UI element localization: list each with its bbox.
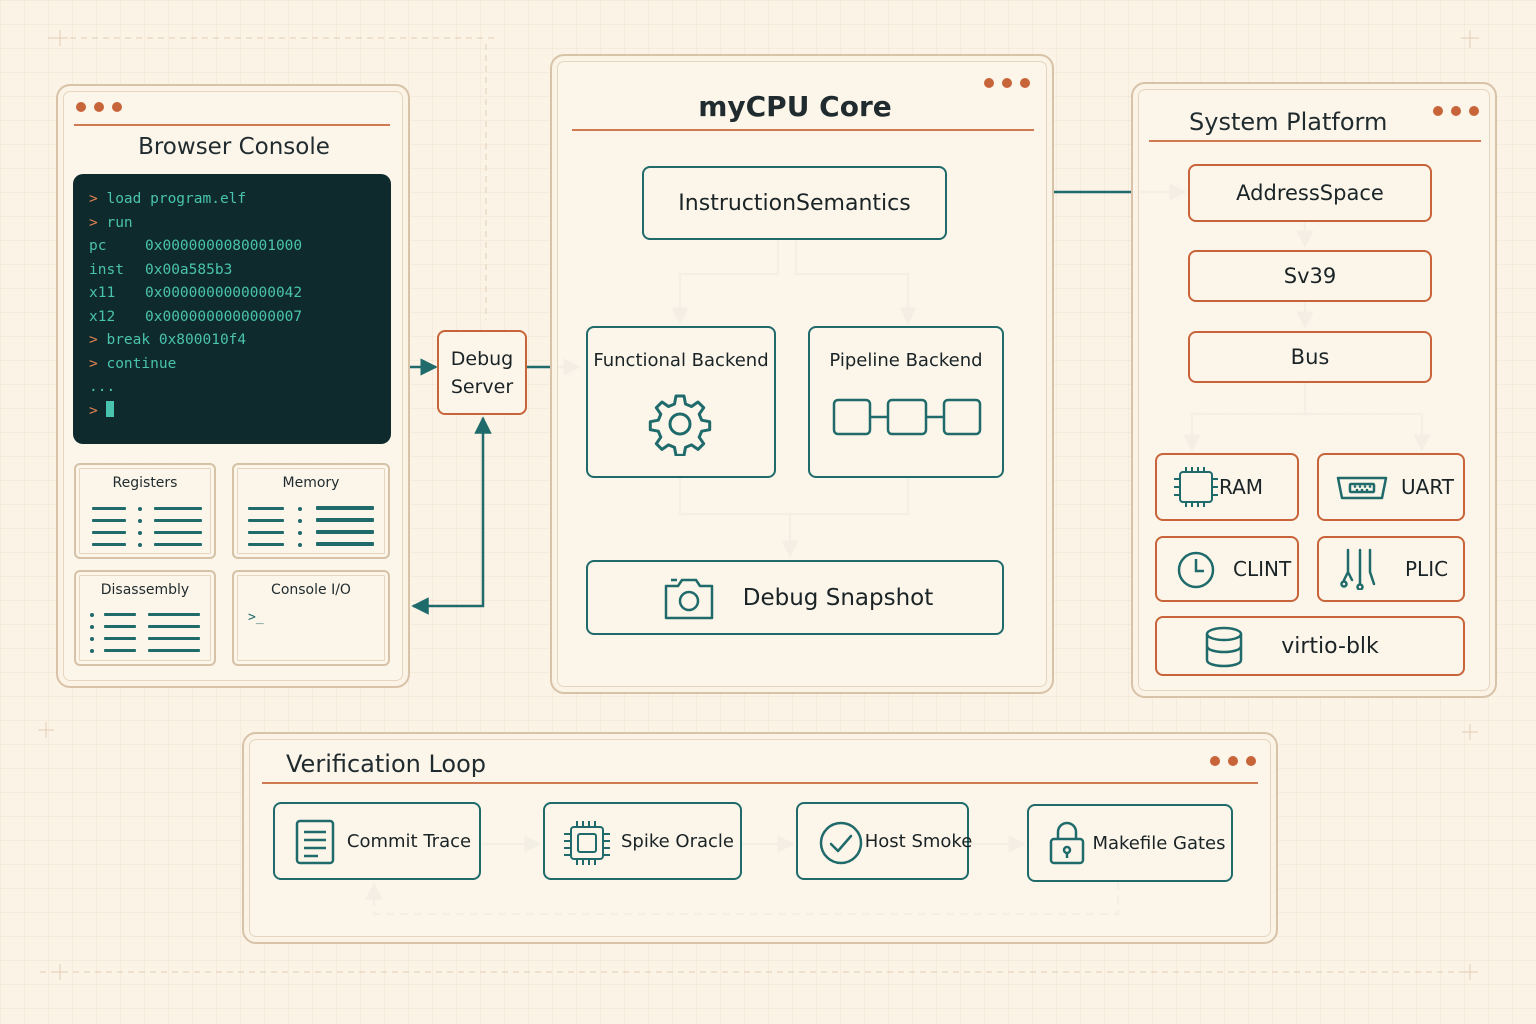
terminal-cmd-continue: continue xyxy=(106,355,177,372)
reg-value: 0x0000000000000042 xyxy=(145,285,303,301)
database-icon xyxy=(1205,626,1243,668)
title-rule xyxy=(572,129,1034,131)
makefile-gates-label: Makefile Gates xyxy=(1092,832,1226,854)
commit-trace-label: Commit Trace xyxy=(346,830,472,852)
ram-label: RAM xyxy=(1219,475,1264,499)
camera-icon xyxy=(664,578,714,620)
pipeline-stages-icon xyxy=(832,398,982,436)
virtio-blk-label: virtio-blk xyxy=(1281,633,1379,659)
plic-box[interactable]: PLIC xyxy=(1317,536,1465,602)
debug-snapshot-label: Debug Snapshot xyxy=(742,584,934,611)
registers-tile[interactable]: Registers xyxy=(74,463,216,559)
console-io-tile[interactable]: Console I/O >_ xyxy=(232,570,390,666)
title-rule xyxy=(262,782,1258,784)
terminal-cmd-run: run xyxy=(106,214,133,231)
lock-icon xyxy=(1049,821,1085,865)
reg-name: x12 xyxy=(89,308,116,325)
makefile-gates-box[interactable]: Makefile Gates xyxy=(1027,804,1233,882)
spike-oracle-label: Spike Oracle xyxy=(620,830,734,852)
spike-oracle-box[interactable]: Spike Oracle xyxy=(543,802,742,880)
reg-value: 0x00a585b3 xyxy=(145,261,233,278)
debug-server-box[interactable]: Debug Server xyxy=(437,330,527,415)
registers-label: Registers xyxy=(112,475,178,491)
host-smoke-box[interactable]: Host Smoke xyxy=(796,802,972,880)
document-icon xyxy=(295,819,335,865)
plic-label: PLIC xyxy=(1405,557,1449,581)
reg-name: inst xyxy=(89,261,124,278)
terminal-cmd-break: break 0x800010f4 xyxy=(106,332,247,348)
memory-tile[interactable]: Memory xyxy=(232,463,390,559)
serial-port-icon xyxy=(1336,476,1388,500)
reg-value: 0x0000000080001000 xyxy=(145,238,303,254)
window-dots xyxy=(1210,756,1256,766)
gear-icon xyxy=(648,394,712,456)
verification-title: Verification Loop xyxy=(286,750,487,778)
browser-console-title: Browser Console xyxy=(138,134,330,160)
chip-icon xyxy=(564,821,610,865)
console-io-prompt: >_ xyxy=(248,610,264,625)
window-dots xyxy=(76,102,122,112)
platform-title: System Platform xyxy=(1189,108,1388,136)
instruction-semantics-box[interactable]: InstructionSemantics xyxy=(642,166,947,240)
functional-backend-label: Functional Backend xyxy=(593,350,769,371)
functional-backend-box[interactable]: Functional Backend xyxy=(586,326,776,478)
check-circle-icon xyxy=(819,821,863,865)
uart-label: UART xyxy=(1401,475,1454,499)
pipeline-backend-box[interactable]: Pipeline Backend xyxy=(808,326,1004,478)
debug-server-line2: Server xyxy=(450,375,514,398)
reg-name: x11 xyxy=(89,285,116,301)
reg-name: pc xyxy=(89,238,107,254)
wire-debug-to-console-io xyxy=(411,416,492,615)
clint-label: CLINT xyxy=(1233,557,1292,581)
terminal-ellipsis: ... xyxy=(89,379,116,395)
window-dots xyxy=(1433,106,1479,116)
host-smoke-label: Host Smoke xyxy=(864,830,973,852)
address-space-box[interactable]: AddressSpace xyxy=(1188,164,1432,222)
bus-box[interactable]: Bus xyxy=(1188,331,1432,383)
guide-lines xyxy=(38,30,1480,980)
terminal-cursor xyxy=(106,400,115,417)
ram-box[interactable]: RAM xyxy=(1155,453,1299,521)
debug-server-line1: Debug xyxy=(450,347,514,370)
sv39-box[interactable]: Sv39 xyxy=(1188,250,1432,302)
title-rule xyxy=(74,124,390,126)
memory-label: Memory xyxy=(282,475,340,491)
uart-box[interactable]: UART xyxy=(1317,453,1465,521)
core-title: myCPU Core xyxy=(698,90,892,123)
window-dots xyxy=(984,78,1030,88)
title-rule xyxy=(1149,140,1481,142)
disassembly-tile[interactable]: Disassembly xyxy=(74,570,216,666)
virtio-blk-box[interactable]: virtio-blk xyxy=(1155,616,1465,676)
console-io-label: Console I/O xyxy=(271,582,351,598)
clock-icon xyxy=(1177,551,1215,589)
terminal-prompt: > xyxy=(89,402,98,419)
disassembly-label: Disassembly xyxy=(100,582,190,598)
terminal-cmd-load: load program.elf xyxy=(106,191,247,207)
pipeline-backend-label: Pipeline Backend xyxy=(829,350,983,371)
debug-snapshot-box[interactable]: Debug Snapshot xyxy=(586,560,1004,635)
reg-value: 0x0000000000000007 xyxy=(145,308,303,325)
interrupt-lines-icon xyxy=(1340,548,1376,590)
chip-icon xyxy=(1174,467,1218,507)
